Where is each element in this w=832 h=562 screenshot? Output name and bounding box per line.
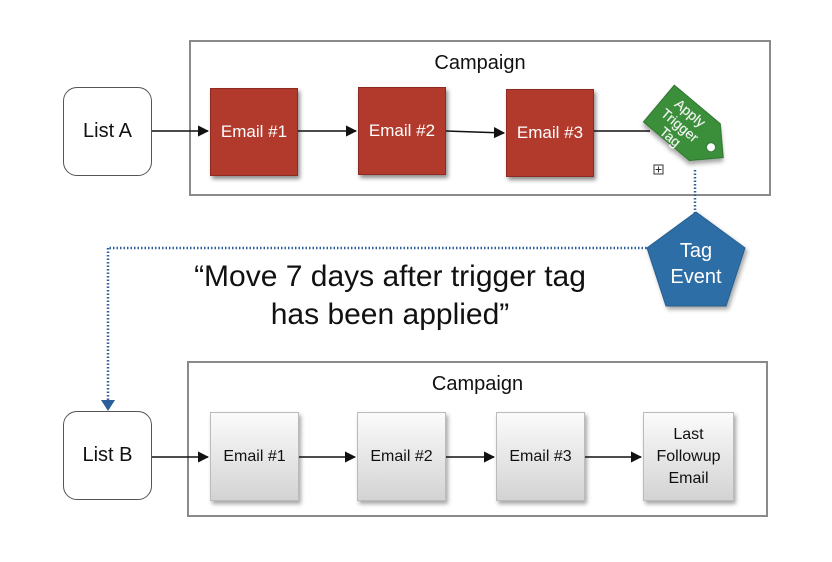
top-email-3[interactable]: Email #3 [506,89,594,177]
last-email-line-3: Email [668,469,709,487]
bottom-email-1-label: Email #1 [223,447,286,465]
bottom-email-3-label: Email #3 [509,447,572,465]
arrow-to-list-b [101,400,115,411]
bottom-campaign-title: Campaign [431,373,524,395]
tag-event-line-2: Event [670,266,722,288]
bottom-email-1[interactable]: Email #1 [210,412,299,501]
tag-hole-icon [705,142,716,153]
top-email-3-label: Email #3 [516,123,584,142]
bottom-email-2-label: Email #2 [370,447,433,465]
rule-text: “Move 7 days after trigger tag has been … [150,258,630,334]
last-email-line-1: Last [673,425,704,443]
apply-trigger-tag: Apply Trigger Tag [642,84,724,162]
rule-line-1: “Move 7 days after trigger tag [194,260,586,293]
last-email-line-2: Followup [656,447,721,465]
top-email-1[interactable]: Email #1 [210,88,298,176]
top-email-2[interactable]: Email #2 [358,87,446,175]
rule-line-2: has been applied” [270,298,510,331]
top-campaign-title: Campaign [434,52,526,74]
list-b-label: List B [82,444,133,466]
top-email-1-label: Email #1 [220,122,288,141]
list-a-label: List A [83,120,132,142]
tag-event-pentagon [646,211,746,307]
tag-event-connector [106,170,697,402]
bottom-last-followup-email[interactable]: Last Followup Email [643,412,734,501]
arrow-email-2-to-email-3 [445,127,506,139]
list-a-node[interactable]: List A [63,87,152,176]
expand-box-icon [653,164,664,175]
list-b-node[interactable]: List B [63,411,152,500]
tag-event-line-1: Tag [680,240,712,262]
bottom-email-3[interactable]: Email #3 [496,412,585,501]
bottom-email-2[interactable]: Email #2 [357,412,446,501]
top-email-2-label: Email #2 [368,121,436,140]
